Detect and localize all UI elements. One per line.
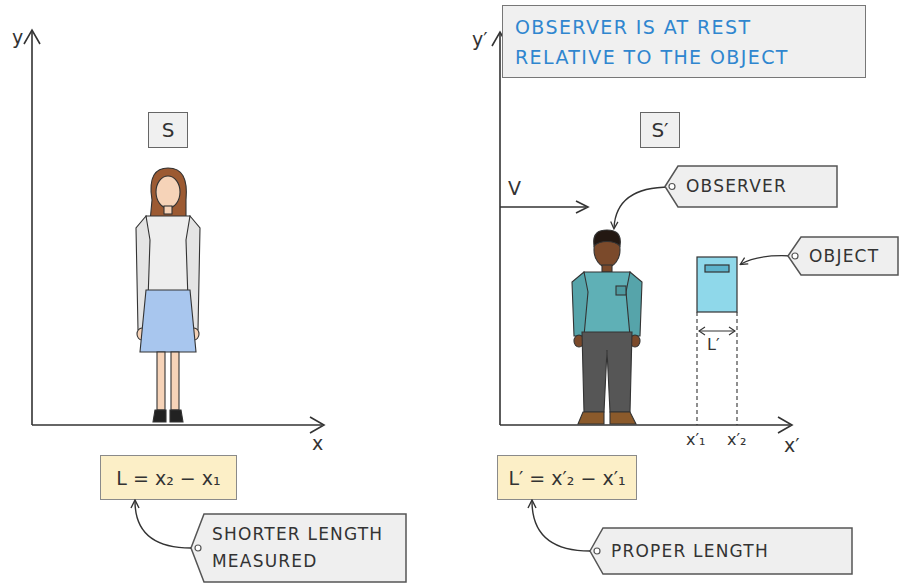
text-group: OBJECT [809,243,879,270]
axis-label: y [12,26,23,48]
connector-arrow [135,501,191,548]
velocity-arrow [500,206,586,208]
node-text: OBJECT [809,243,879,270]
pocket [616,286,626,295]
woman-figure [136,168,200,422]
shirt [580,272,634,334]
shoe [153,410,166,422]
tag-outline [190,513,407,583]
axes-s-prime [492,32,792,433]
y-axis [31,32,33,425]
right-arm [626,272,642,336]
tag-label: PROPER LENGTH [589,527,853,575]
hair [594,230,621,246]
y-prime-axis [499,34,501,425]
book-object [697,257,737,312]
skirt [140,290,196,352]
leader-line [741,256,793,264]
x-prime-axis [500,424,790,426]
node-text: L′ = x′₂ − x′₁ [508,467,625,489]
axes-s [24,30,324,433]
axis-arrowhead [24,30,40,44]
frame-label-box: S [148,112,188,148]
leader-line [614,187,670,228]
text-group: SHORTER LENGTH MEASURED [212,521,399,575]
axis-label: x′ [784,434,800,456]
x-axis [32,424,322,426]
note-box: OBSERVER IS AT REST RELATIVE TO THE OBJE… [502,5,866,78]
text-group: S′ [651,118,668,142]
left-arm [572,272,588,336]
node-text: OBSERVER [686,173,787,200]
text-group: OBSERVER IS AT REST RELATIVE TO THE OBJE… [515,12,853,72]
dashed-guide [696,312,697,425]
node-text: S [162,118,175,142]
axis-label: x [312,432,323,454]
node-text: L = x₂ − x₁ [116,467,220,489]
man-figure [572,230,642,424]
tag-label: OBJECT [787,236,899,276]
text-group: L′ = x′₂ − x′₁ [508,467,625,489]
head [156,176,180,208]
tag-label: SHORTER LENGTH MEASURED [190,513,407,583]
formula-box: L′ = x′₂ − x′₁ [497,455,637,500]
axis-label: x′₂ [727,430,747,449]
connector-arrow [532,501,590,551]
text-group: S [162,118,175,142]
axis-label: y′ [472,28,488,50]
node-text: OBSERVER IS AT REST RELATIVE TO THE OBJE… [515,12,853,72]
shoe [578,412,604,424]
axis-label: L′ [707,335,720,354]
text-group: L = x₂ − x₁ [116,467,220,489]
shoe [170,410,183,422]
shoe [610,412,636,424]
leg [171,352,179,410]
book-label [705,265,729,272]
tag-shape [665,166,837,207]
dashed-guide [736,312,737,425]
formula-box: L = x₂ − x₁ [100,455,237,500]
trousers [582,332,632,412]
axis-arrowhead [310,417,324,433]
tag-hole [669,184,675,190]
dimension-arrowhead [699,327,705,335]
length-dimension [697,312,737,425]
node-text: PROPER LENGTH [611,538,769,565]
neck [164,206,172,214]
tag-label: OBSERVER [664,165,838,208]
frame-label-box: S′ [640,112,680,148]
node-text: SHORTER LENGTH MEASURED [212,521,399,575]
velocity-arrowhead [576,201,588,213]
text-group: OBSERVER [686,173,787,200]
tag-shape [191,514,406,582]
hair [150,168,186,222]
neck [602,265,612,272]
tag-shape [590,528,852,574]
axis-label: V [508,177,521,199]
node-text: S′ [651,118,668,142]
axis-arrowhead [778,417,792,433]
tag-hole [195,545,201,551]
leg [157,352,165,410]
tag-shape [788,237,898,275]
tag-hole [792,253,798,259]
book-cover [697,257,737,312]
dimension-line [699,330,735,331]
dimension-arrowhead [729,327,735,335]
text-group: PROPER LENGTH [611,538,769,565]
axis-label: x′₁ [686,430,706,449]
tag-hole [594,548,600,554]
